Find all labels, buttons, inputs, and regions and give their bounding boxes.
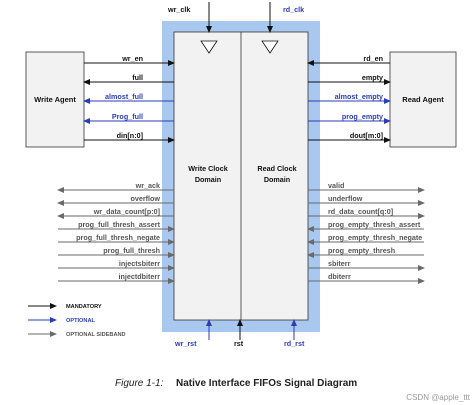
full-label: full [132, 73, 143, 82]
rd-en-label: rd_en [363, 54, 383, 63]
wr-clk-triangle-icon [200, 40, 218, 54]
write-agent-box [25, 51, 85, 148]
almost-empty-label: almost_empty [335, 92, 383, 101]
prog-full-thresh-assert-label: prog_full_thresh_assert [78, 220, 160, 229]
write-domain-label-line1: Write Clock [188, 164, 227, 173]
empty-label: empty [362, 73, 383, 82]
prog-empty-thresh-label: prog_empty_thresh [328, 246, 395, 255]
wr-data-count-label: wr_data_count[p:0] [93, 207, 160, 216]
prog-empty-thresh-assert-label: prog_empty_thresh_assert [328, 220, 421, 229]
prog-full-thresh-label: prog_full_thresh [103, 246, 160, 255]
injectdbiterr-label: injectdbiterr [118, 272, 160, 281]
prog-full-label: Prog_full [112, 112, 143, 121]
rd-data-count-label: rd_data_count[q:0] [328, 207, 393, 216]
wr-rst-label: wr_rst [174, 339, 197, 348]
legend-optional-label: OPTIONAL [66, 318, 95, 324]
wr-ack-label: wr_ack [135, 181, 160, 190]
write-domain-label-line2: Domain [195, 175, 221, 184]
injectsbiterr-label: injectsbiterr [119, 259, 160, 268]
dout-label: dout[m:0] [350, 131, 383, 140]
din-label: din[n:0] [117, 131, 143, 140]
read-domain-label-line1: Read Clock [257, 164, 296, 173]
dbiterr-label: dbiterr [328, 272, 351, 281]
overflow-label: overflow [130, 194, 160, 203]
legend-sideband-label: OPTIONAL SIDEBAND [66, 332, 126, 338]
prog-empty-thresh-negate-label: prog_empty_thresh_negate [328, 233, 422, 242]
wr-en-label: wr_en [121, 54, 143, 63]
read-domain-label-line2: Domain [264, 175, 290, 184]
prog-empty-label: prog_empty [342, 112, 383, 121]
prog-full-thresh-negate-label: prog_full_thresh_negate [76, 233, 160, 242]
almost-full-label: almost_full [105, 92, 143, 101]
underflow-label: underflow [328, 194, 363, 203]
legend-mandatory-label: MANDATORY [66, 304, 102, 310]
watermark: CSDN @apple_ttt [406, 393, 470, 402]
wr-clk-label: wr_clk [167, 5, 190, 14]
figure-title: Native Interface FIFOs Signal Diagram [176, 378, 357, 389]
write-agent-label: Write Agent [34, 95, 76, 104]
rd-clk-label: rd_clk [283, 5, 304, 14]
sbiterr-label: sbiterr [328, 259, 351, 268]
read-agent-box [389, 51, 457, 148]
rd-clk-triangle-icon [261, 40, 279, 54]
rst-label: rst [234, 339, 244, 348]
read-agent-label: Read Agent [402, 95, 444, 104]
figure-number: Figure 1-1: [115, 378, 164, 389]
valid-label: valid [328, 181, 344, 190]
rd-rst-label: rd_rst [284, 339, 305, 348]
